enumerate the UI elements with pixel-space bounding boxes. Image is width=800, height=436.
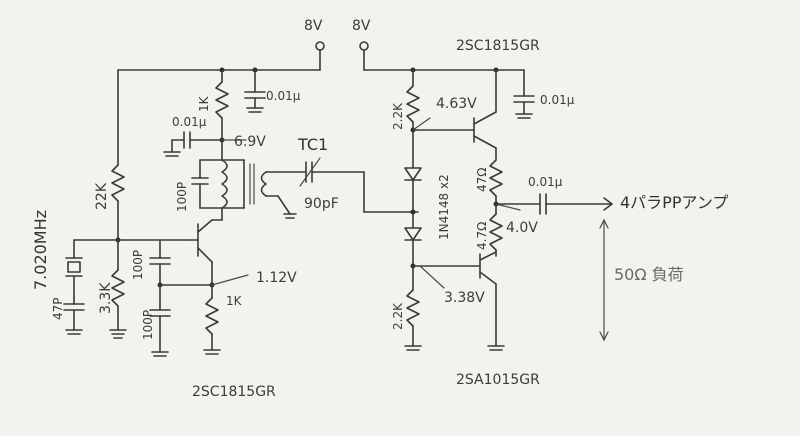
r-1k-top-label: 1K — [197, 95, 211, 112]
r-1k-emitter-label: 1K — [226, 294, 243, 308]
c-100p-b-label: 100P — [141, 310, 155, 340]
c-100p-a-label: 100P — [131, 250, 145, 280]
q-pnp-label: 2SA1015GR — [456, 372, 540, 388]
q-top-label: 2SC1815GR — [456, 38, 540, 54]
osc-transistor — [189, 219, 249, 355]
v-out-label: 4.0V — [506, 220, 538, 236]
left-bias-chain — [73, 69, 191, 339]
c-001-mid-label: 0.01μ — [266, 89, 301, 103]
r-22k-label: 22K — [94, 182, 110, 210]
supply-rail — [117, 41, 525, 73]
r-47-bot-label: 4.7Ω — [475, 222, 489, 250]
output-path — [495, 193, 613, 342]
q-osc-label: 2SC1815GR — [192, 384, 276, 400]
crystal-circuit — [63, 239, 85, 335]
trimmer-cap — [277, 157, 419, 213]
supply-right-label: 8V — [352, 18, 371, 34]
v-collector-label: 6.9V — [234, 134, 266, 150]
load-label: 50Ω 負荷 — [614, 265, 684, 284]
feedback-capacitors — [149, 239, 213, 357]
c-001-right-label: 0.01μ — [540, 93, 575, 107]
v-emitter-label: 1.12V — [256, 270, 297, 286]
bypass-cap-mid — [244, 69, 266, 113]
r-47-top-label: 47Ω — [475, 168, 489, 192]
r-2-2k-top-label: 2.2K — [391, 102, 405, 130]
bypass-cap-right — [513, 69, 535, 119]
trimmer-value-label: 90pF — [304, 196, 339, 212]
collector-tank — [163, 69, 297, 221]
c-47p-label: 47P — [51, 297, 65, 320]
c-001-left-label: 0.01μ — [172, 115, 207, 129]
c-001-out-label: 0.01μ — [528, 175, 563, 189]
c-100p-c-label: 100P — [175, 182, 189, 212]
v-top-base-label: 4.63V — [436, 96, 477, 112]
output-label: 4パラPPアンプ — [620, 193, 728, 212]
trimmer-name-label: TC1 — [297, 135, 328, 154]
buffer-stage — [404, 69, 521, 351]
r-3-3k-label: 3.3K — [98, 282, 114, 314]
crystal-label: 7.020MHz — [31, 210, 50, 290]
r-2-2k-bot-label: 2.2K — [391, 302, 405, 330]
supply-left-label: 8V — [304, 18, 323, 34]
v-bias-label: 3.38V — [444, 290, 485, 306]
diodes-label: 1N4148 x2 — [437, 174, 451, 240]
